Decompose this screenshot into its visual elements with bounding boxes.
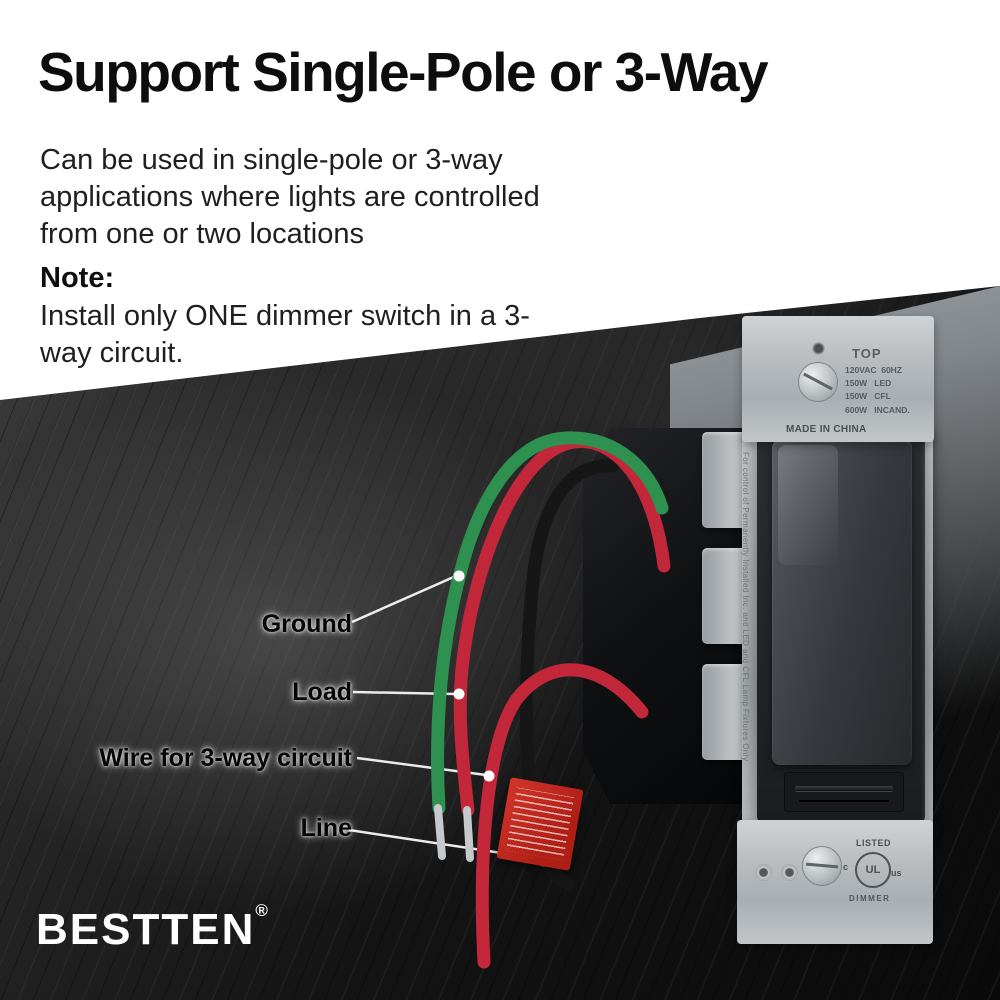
warning-tag-text-lines bbox=[505, 787, 575, 861]
ul-cert-ul: UL bbox=[865, 864, 881, 876]
mounting-hole-icon bbox=[755, 864, 772, 881]
dimmer-label: DIMMER bbox=[849, 894, 891, 903]
callout-ground-label: Ground bbox=[261, 610, 352, 638]
mounting-strap-bottom: LISTED c UL us DIMMER bbox=[737, 820, 933, 944]
rating-line: 120VAC 60HZ bbox=[845, 365, 903, 375]
description-text: Can be used in single-pole or 3-way appl… bbox=[40, 144, 540, 251]
callout-load-label: Load bbox=[292, 678, 352, 706]
ul-cert-us: us bbox=[891, 868, 902, 878]
note-text: Install only ONE dimmer switch in a 3-wa… bbox=[40, 300, 530, 370]
brand-logo: BESTTEN® bbox=[36, 901, 268, 955]
screw-icon bbox=[798, 362, 838, 402]
note-label: Note: bbox=[40, 262, 115, 294]
side-note-vertical-text: For control of Permanently Installed Inc… bbox=[741, 452, 750, 762]
rating-line: 150W CFL bbox=[845, 391, 891, 402]
page-title: Support Single-Pole or 3-Way bbox=[38, 41, 769, 103]
ratings-block: 120VAC 60HZ 150W LED 150W CFL 600W INCAN… bbox=[845, 364, 931, 417]
dimmer-slider-track bbox=[799, 800, 889, 803]
mounting-hole-icon bbox=[781, 864, 798, 881]
screw-icon bbox=[802, 846, 842, 886]
top-marking: TOP bbox=[852, 346, 882, 361]
ul-cert-c: c bbox=[843, 862, 849, 872]
registered-mark: ® bbox=[255, 901, 268, 920]
rating-line: 150W LED bbox=[845, 378, 892, 389]
dimmer-slider-handle bbox=[795, 786, 893, 791]
mounting-hole-icon bbox=[812, 342, 825, 355]
listed-label: LISTED bbox=[856, 838, 892, 848]
warning-tag bbox=[496, 777, 584, 871]
rating-line: 600W INCAND. bbox=[845, 404, 910, 415]
ul-logo-icon: UL bbox=[855, 852, 891, 888]
paddle-rocker bbox=[772, 440, 912, 765]
brand-name: BESTTEN bbox=[36, 905, 256, 954]
dimmer-slider bbox=[784, 772, 904, 812]
callout-line-label: Line bbox=[300, 814, 352, 842]
callout-3way-label: Wire for 3-way circuit bbox=[99, 744, 352, 772]
mounting-strap-top: TOP 120VAC 60HZ 150W LED 150W CFL 600W I… bbox=[742, 316, 934, 442]
made-in-label: MADE IN CHINA bbox=[786, 424, 867, 435]
